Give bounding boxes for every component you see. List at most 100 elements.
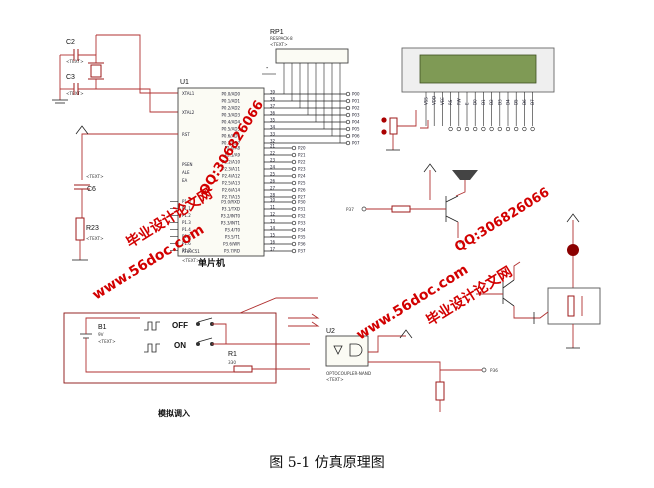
b1-label: B1 xyxy=(98,324,107,331)
vcc-arrow xyxy=(75,125,89,135)
net-label: P00 xyxy=(352,92,360,97)
lcd-pin-terminal xyxy=(456,126,461,132)
r1-body xyxy=(233,365,253,373)
pin-number: 13 xyxy=(270,219,276,224)
c6-text-placeholder: <TEXT> xyxy=(86,174,104,179)
pin-number: 38 xyxy=(270,97,276,102)
net-terminal xyxy=(291,227,297,233)
net-label: P01 xyxy=(352,99,360,104)
relay-coil xyxy=(567,295,575,317)
net-label: P20 xyxy=(298,146,306,151)
rp1-resistor-pack: RP1 RESPACK-8 <TEXT> - xyxy=(262,29,349,143)
rp1-minus: - xyxy=(266,65,269,72)
lcd-pin-name: VSS xyxy=(424,97,429,105)
pin-number: 36 xyxy=(270,111,276,116)
wire xyxy=(81,133,178,180)
net-terminal xyxy=(345,112,351,118)
net-label: P35 xyxy=(298,235,306,240)
pin-name: P1.2 xyxy=(182,213,191,218)
net-terminal xyxy=(291,234,297,240)
analog-input-section: B1 9V <TEXT> OFF ON R1 330 模拟调入 xyxy=(63,297,318,418)
transistor2-collector xyxy=(502,279,515,289)
pin-name: P2.7/A15 xyxy=(222,195,240,200)
pin-number: 32 xyxy=(270,139,276,144)
pin-number: 27 xyxy=(270,186,276,191)
pin-name: P1.7 xyxy=(182,248,191,253)
pot-terminal xyxy=(381,117,387,123)
r23-body xyxy=(75,217,85,241)
pin-name: P1.1 xyxy=(182,206,191,211)
pin-name: P2.0/A8 xyxy=(225,146,241,151)
pin-name: P3.6/WR xyxy=(223,242,240,247)
net-label: P06 xyxy=(352,134,360,139)
r23-label: R23 xyxy=(86,225,99,232)
pin-name: P2.3/A11 xyxy=(222,167,240,172)
net-terminal xyxy=(291,145,297,151)
wire xyxy=(96,88,178,113)
lcd-pin-terminal xyxy=(505,126,511,132)
pin-name: P1.4 xyxy=(182,227,191,232)
net-label: P26 xyxy=(298,188,306,193)
net-terminal xyxy=(291,248,297,254)
pin-name: P1.6 xyxy=(182,241,191,246)
net-terminal xyxy=(345,119,351,125)
pin-name: P1.5 xyxy=(182,234,191,239)
wire xyxy=(513,261,521,280)
lcd-pin-terminal xyxy=(464,126,470,132)
figure-caption: 图 5-1 仿真原理图 xyxy=(269,455,385,471)
rst-pin: RST xyxy=(182,132,190,137)
pin-name: P2.5/A13 xyxy=(222,181,240,186)
net-terminal xyxy=(291,220,297,226)
p36-terminal xyxy=(481,367,487,373)
net-label: P04 xyxy=(352,120,360,125)
net-terminal xyxy=(291,194,297,200)
pin-number: 10 xyxy=(270,198,276,203)
net-label: P24 xyxy=(298,174,306,179)
net-terminal xyxy=(291,241,297,247)
u2-part-name: OPTOCOUPLER-NAND xyxy=(326,371,371,376)
pin-name: P2.4/A12 xyxy=(222,174,240,179)
lcd-pin-terminal xyxy=(481,126,486,132)
transistor-collector xyxy=(445,195,459,203)
c2-label: C2 xyxy=(66,39,75,46)
watermark-qq: QQ:306826066 xyxy=(452,185,552,255)
wire xyxy=(368,361,441,382)
pin-name: ALE xyxy=(182,170,190,175)
analog-input-caption: 模拟调入 xyxy=(158,408,190,418)
pin-name: P2.2/A10 xyxy=(222,160,240,165)
supply-label: +9V xyxy=(455,240,464,245)
net-terminal xyxy=(345,105,351,111)
net-terminal xyxy=(345,126,351,132)
on-label: ON xyxy=(174,341,186,350)
pin-number: 24 xyxy=(270,165,276,170)
net-label: P32 xyxy=(298,214,306,219)
net-terminal xyxy=(291,206,297,212)
lcd-pin-name: D5 xyxy=(514,99,519,105)
wire xyxy=(212,323,227,345)
net-label: P27 xyxy=(298,195,306,200)
pin-number: 39 xyxy=(270,90,276,95)
net-terminal xyxy=(291,199,297,205)
pin-number: 35 xyxy=(270,118,276,123)
net-terminal xyxy=(345,133,351,139)
enclosure-edge xyxy=(239,297,318,314)
wire xyxy=(420,120,429,129)
net-label: P21 xyxy=(298,153,306,158)
pin-name: P1.0 xyxy=(182,199,191,204)
wire xyxy=(85,317,140,334)
rp1-part-name: RESPACK-8 xyxy=(270,36,293,41)
pin-name: P3.2/INT0 xyxy=(221,214,241,219)
net-label: P34 xyxy=(298,228,306,233)
buzzer-section: P37 +9V xyxy=(346,163,478,245)
c6-label: C6 xyxy=(87,186,96,193)
wire xyxy=(96,34,178,94)
pin-name: P3.3/INT1 xyxy=(221,221,241,226)
pin-name: P3.0/RXD xyxy=(221,200,240,205)
pin-name: P0.2/AD2 xyxy=(222,106,241,111)
lcd-pin-name: D7 xyxy=(530,99,535,105)
oscillator-section: C2 <TEXT> C3 <TEXT> xyxy=(52,34,178,113)
net-label: P02 xyxy=(352,106,360,111)
lcd-pin-terminal xyxy=(530,126,535,132)
net-label: P36 xyxy=(298,242,306,247)
